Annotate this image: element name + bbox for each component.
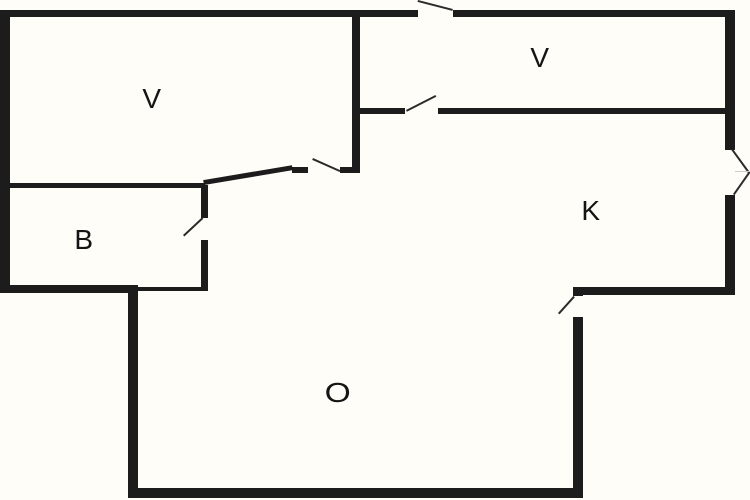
wall-center-vertical — [352, 14, 360, 173]
wall-v-b-divider — [8, 183, 205, 188]
door-swing-right-exterior-upper — [731, 149, 750, 173]
wall-k-bottom — [573, 287, 735, 295]
wall-top-left-segment — [0, 10, 418, 17]
door-swing-v-k — [406, 95, 437, 112]
wall-right-exterior-lower — [725, 195, 735, 295]
wall-o-right — [573, 317, 583, 498]
wall-v-k-divider-left — [358, 108, 405, 114]
wall-o-bottom — [128, 488, 583, 498]
door-swing-hall — [312, 158, 341, 173]
room-label-v-right: V — [530, 42, 550, 73]
wall-right-exterior-upper — [725, 12, 735, 150]
wall-b-bottom-inner — [138, 287, 208, 291]
wall-hall-door-right-jamb — [340, 167, 360, 173]
wall-b-bottom-exterior — [0, 285, 138, 293]
wall-v-k-divider-right — [438, 108, 730, 114]
wall-b-right-lower — [201, 240, 208, 290]
wall-b-right-upper — [201, 185, 208, 218]
door-swing-b — [183, 217, 204, 237]
room-label-k: K — [581, 195, 601, 226]
wall-angled-hall — [203, 165, 293, 185]
wall-left-exterior — [0, 10, 10, 293]
wall-o-left — [128, 287, 138, 498]
room-label-o: O — [324, 377, 352, 408]
wall-o-right-stub — [573, 287, 583, 296]
door-swing-o-k — [558, 295, 575, 315]
room-label-b: B — [74, 224, 94, 255]
wall-hall-door-left-jamb — [292, 167, 308, 173]
door-threshold-right-exterior — [735, 171, 750, 172]
door-swing-right-exterior-lower — [733, 171, 750, 196]
wall-top-right-segment — [453, 10, 735, 17]
door-swing-top-entry — [417, 0, 453, 11]
room-label-v-left: V — [142, 83, 162, 114]
